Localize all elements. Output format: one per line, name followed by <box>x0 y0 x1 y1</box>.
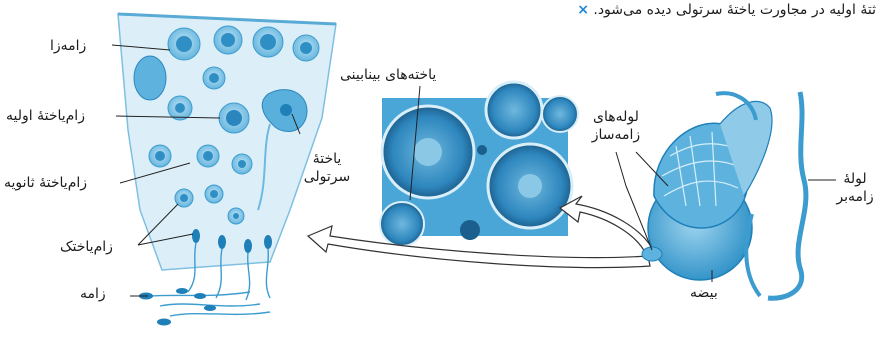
label-interstitial-cells: یاخته‌های بینابینی <box>340 66 436 84</box>
arrow-to-micrograph <box>560 196 652 254</box>
label-seminiferous-tubules: لوله‌های زامه‌ساز <box>578 108 654 144</box>
testis-illustration <box>642 92 806 298</box>
label-secondary-spermatocyte: زام‌یاختهٔ ثانویه <box>4 174 87 192</box>
label-spermatogonium: زامه‌زا <box>50 37 86 55</box>
label-sertoli-cell: یاختهٔ سرتولی <box>292 150 362 186</box>
label-spermatid: زام‌یاختک <box>60 238 113 256</box>
label-vas-deferens: لولهٔ زامه‌بر <box>830 170 880 206</box>
label-vas-line1: لولهٔ <box>830 170 880 188</box>
label-vas-line2: زامه‌بر <box>830 188 880 206</box>
label-seminiferous-line2: زامه‌ساز <box>578 126 654 144</box>
label-sertoli-line2: سرتولی <box>292 168 362 186</box>
label-sertoli-line1: یاختهٔ <box>292 150 362 168</box>
label-primary-spermatocyte: زام‌یاختهٔ اولیه <box>6 107 85 125</box>
label-sperm: زامه <box>80 285 106 303</box>
label-testis: بیضه <box>690 284 718 302</box>
sperm-heads <box>139 288 216 326</box>
label-seminiferous-line1: لوله‌های <box>578 108 654 126</box>
micrograph <box>380 82 578 246</box>
